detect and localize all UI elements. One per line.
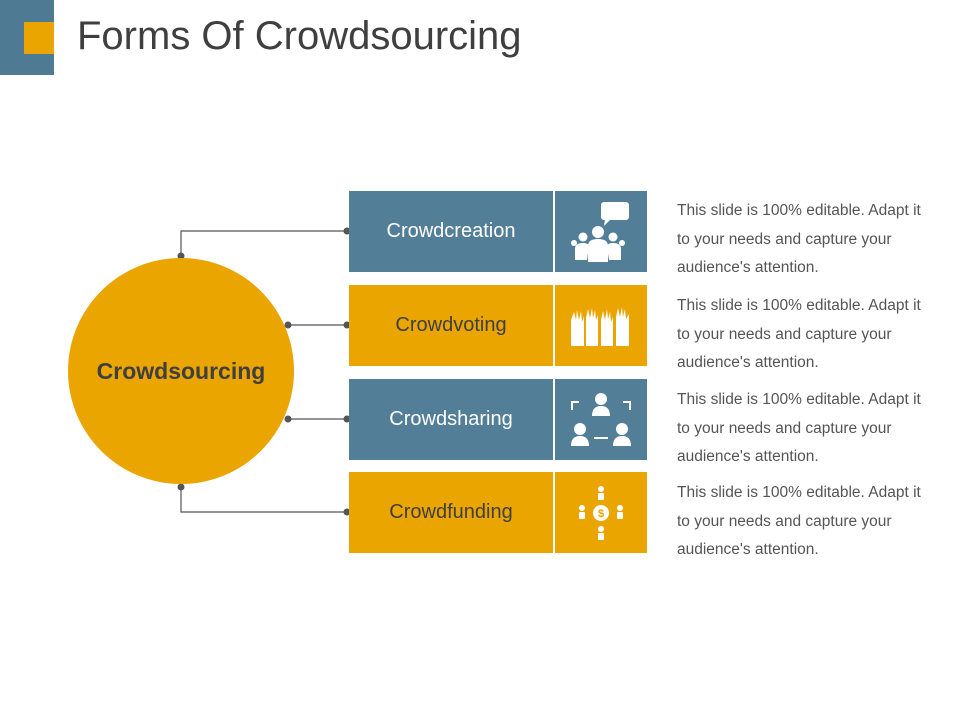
people-speech-bubble-icon: [555, 191, 647, 272]
crowdsharing-label: Crowdsharing: [389, 408, 513, 430]
crowdfunding-box: Crowdfunding: [349, 472, 553, 553]
crowdfunding-label: Crowdfunding: [389, 501, 513, 523]
crowdsharing-description: This slide is 100% editable. Adapt it to…: [677, 391, 921, 465]
svg-text:$: $: [598, 508, 604, 520]
connector-crowdfunding: [180, 487, 347, 513]
crowdsourcing-hub: Crowdsourcing: [68, 258, 294, 484]
crowdcreation-label: Crowdcreation: [386, 220, 516, 242]
crowdcreation-box: Crowdcreation: [349, 191, 553, 272]
money-network-icon: $: [555, 472, 647, 553]
raised-hands-icon: [555, 285, 647, 366]
hub-label: Crowdsourcing: [96, 357, 266, 384]
crowdvoting-box: Crowdvoting: [349, 285, 553, 366]
crowdvoting-description: This slide is 100% editable. Adapt it to…: [677, 297, 921, 371]
people-sharing-icon: [555, 379, 647, 460]
crowdfunding-description: This slide is 100% editable. Adapt it to…: [677, 484, 921, 558]
connector-crowdcreation: [180, 230, 347, 256]
crowdsharing-box: Crowdsharing: [349, 379, 553, 460]
title-accent-square: [24, 22, 54, 54]
crowdcreation-description: This slide is 100% editable. Adapt it to…: [677, 202, 921, 276]
crowdvoting-label: Crowdvoting: [395, 314, 507, 336]
page-title: Forms Of Crowdsourcing: [77, 14, 522, 58]
